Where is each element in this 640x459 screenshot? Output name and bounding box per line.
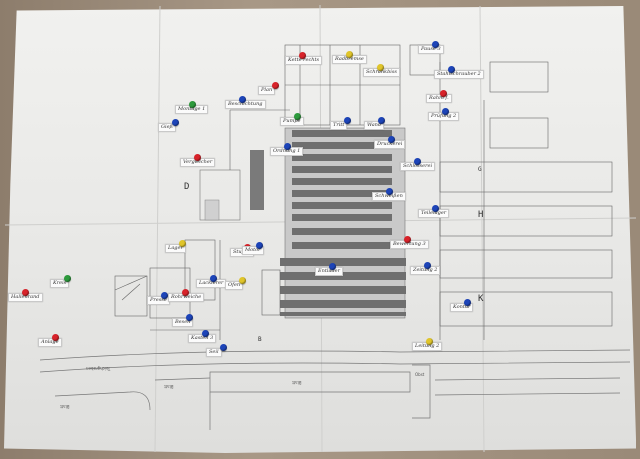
street-name: Blatt [60, 404, 70, 409]
push-pin-icon [432, 205, 439, 212]
push-pin-icon [256, 242, 263, 249]
push-pin-icon [442, 108, 449, 115]
pinned-label: Kontur [450, 303, 474, 312]
push-pin-icon [179, 240, 186, 247]
push-pin-icon [182, 289, 189, 296]
push-pin-icon [426, 338, 433, 345]
push-pin-icon [404, 236, 411, 243]
push-pin-icon [22, 289, 29, 296]
pinned-label: Wand [364, 121, 385, 130]
push-pin-icon [424, 262, 431, 269]
streets [39, 349, 631, 430]
push-pin-icon [239, 277, 246, 284]
push-pin-icon [194, 154, 201, 161]
push-pin-icon [448, 66, 455, 73]
pinned-label: Stahlschrauber 2 [434, 70, 484, 79]
plan-letter: H [478, 210, 484, 220]
push-pin-icon [284, 143, 291, 150]
push-pin-icon [294, 113, 301, 120]
pinned-label: Tritt [330, 121, 348, 130]
push-pin-icon [220, 344, 227, 351]
street-name: Blatt [292, 380, 302, 385]
push-pin-icon [161, 292, 168, 299]
push-pin-icon [344, 117, 351, 124]
street-name: Teichgraben [86, 366, 111, 371]
pinned-label: Ofen [225, 281, 244, 290]
plan-letter: B [258, 336, 262, 343]
pinned-label: Gieß [158, 123, 176, 132]
push-pin-icon [189, 101, 196, 108]
pinned-label: Anlage [38, 338, 62, 347]
plan-letter: G [478, 166, 482, 173]
push-pin-icon [329, 263, 336, 270]
pinned-label: Besen [172, 318, 194, 327]
pinned-label: Pause 3 [418, 45, 444, 54]
push-pin-icon [64, 275, 71, 282]
plan-letter: K [478, 294, 484, 304]
push-pin-icon [186, 314, 193, 321]
push-pin-icon [377, 64, 384, 71]
push-pin-icon [346, 51, 353, 58]
street-name: Blatt [164, 384, 174, 389]
plan-letter: D [184, 182, 190, 192]
pinned-label: Kreis [50, 279, 70, 288]
right-halls [439, 61, 613, 340]
push-pin-icon [432, 41, 439, 48]
pinned-label: Plan [258, 86, 276, 95]
push-pin-icon [299, 52, 306, 59]
push-pin-icon [202, 330, 209, 337]
street-name: Obst [415, 372, 425, 377]
push-pin-icon [414, 158, 421, 165]
push-pin-icon [386, 188, 393, 195]
push-pin-icon [172, 119, 179, 126]
left-buildings [114, 239, 281, 340]
push-pin-icon [464, 299, 471, 306]
push-pin-icon [440, 90, 447, 97]
pinned-label: Rahm f. [426, 94, 452, 103]
push-pin-icon [239, 96, 246, 103]
push-pin-icon [388, 136, 395, 143]
pinned-label: Pumpe [280, 117, 304, 126]
push-pin-icon [210, 275, 217, 282]
pinned-label: Motor [242, 246, 264, 255]
push-pin-icon [52, 334, 59, 341]
pinned-label: Seil [206, 348, 222, 357]
pinned-label: Lager [165, 244, 186, 253]
push-pin-icon [272, 82, 279, 89]
central-hall [199, 127, 406, 319]
push-pin-icon [378, 117, 385, 124]
